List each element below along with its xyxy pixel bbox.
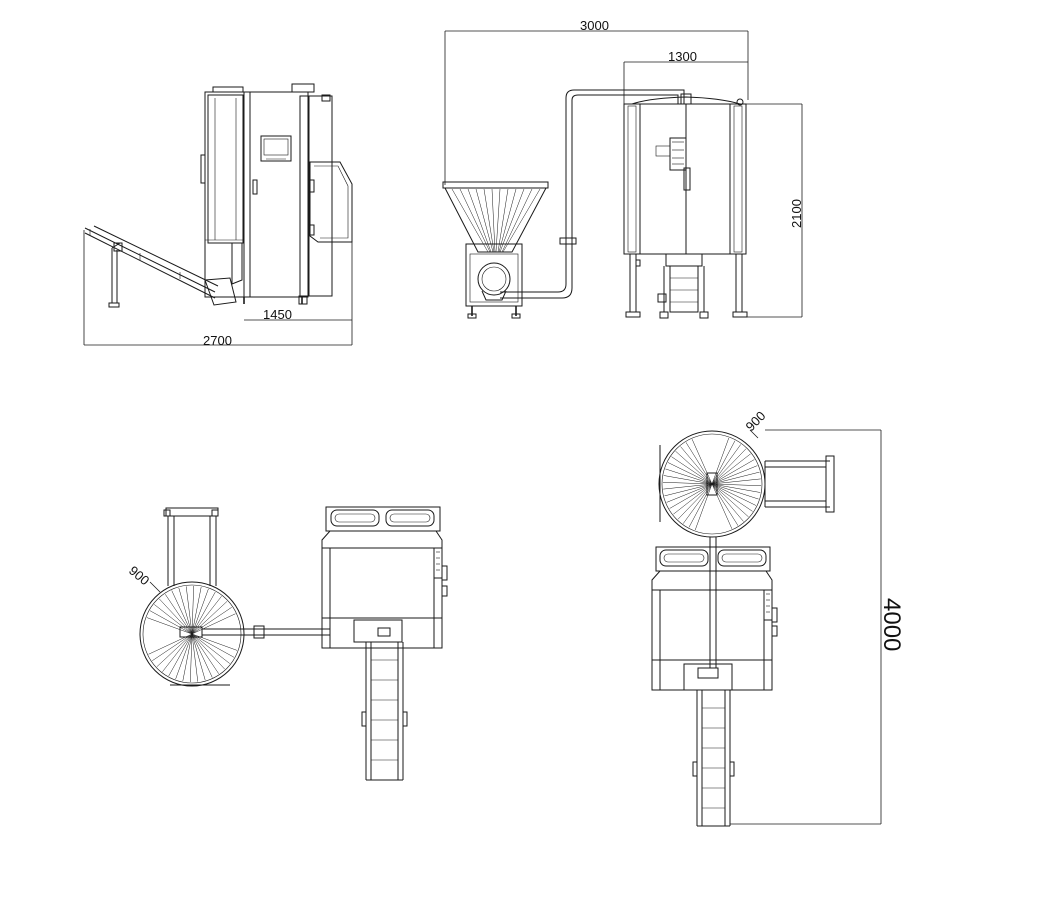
- top-view-right: 900 4000: [651, 408, 905, 827]
- tumbler-spoke: [190, 633, 193, 683]
- tumbler-spoke: [711, 483, 749, 517]
- tumbler-spoke: [675, 451, 713, 485]
- tumbler-spoke: [191, 606, 232, 635]
- side-discharge-chute: [204, 277, 237, 306]
- tumbler-spoke: [152, 633, 193, 662]
- front-transfer-pipe-inner: [500, 94, 679, 299]
- dim-label-1300: 1300: [668, 49, 697, 64]
- tumbler-spoke: [191, 633, 235, 658]
- tumbler-spoke: [711, 437, 730, 485]
- side-elevation-view: 1450 2700: [83, 83, 353, 348]
- tumbler-spoke: [154, 604, 193, 635]
- tumbler-spoke: [711, 478, 761, 485]
- front-machine-body: [623, 103, 747, 255]
- dim-label-900-left: 900: [126, 563, 152, 588]
- tumbler-spoke: [191, 633, 206, 681]
- front-pump-drum: [477, 262, 511, 296]
- tumbler-spoke: [146, 617, 193, 635]
- tumbler-spoke: [711, 448, 747, 485]
- tumbler-spoke: [711, 483, 761, 493]
- top-left-machine-body: [321, 547, 443, 619]
- dim-label-2100: 2100: [789, 199, 804, 228]
- dim-label-4000: 4000: [878, 598, 905, 651]
- tumbler-spoke: [711, 483, 759, 500]
- top-left-hopper-lid: [325, 506, 441, 532]
- tumbler-spoke: [669, 483, 713, 509]
- tumbler-spoke: [191, 588, 209, 635]
- side-conveyor-top: [84, 227, 216, 293]
- tumbler-spoke: [662, 482, 713, 485]
- front-hopper-frame: [465, 243, 523, 307]
- dim-label-3000: 3000: [580, 18, 609, 33]
- top-left-tumbler-spokes: [146, 585, 238, 683]
- tumbler-spoke: [191, 633, 230, 664]
- top-right-hopper-lid: [655, 546, 771, 572]
- dim-label-2700: 2700: [203, 333, 232, 348]
- front-hopper-cone: [444, 187, 547, 253]
- tumbler-spoke: [691, 439, 713, 485]
- front-transfer-pipe-outer: [500, 89, 685, 293]
- tumbler-spoke: [666, 483, 713, 503]
- tumbler-spoke: [191, 613, 236, 635]
- tumbler-spoke: [663, 475, 713, 485]
- tumbler-spoke: [178, 587, 193, 635]
- top-left-tumbler: [139, 581, 245, 687]
- side-top-cap: [212, 86, 244, 93]
- tumbler-spoke: [191, 633, 199, 682]
- tumbler-spoke: [711, 471, 760, 485]
- tumbler-spoke: [711, 483, 762, 486]
- top-right-machine-body: [651, 589, 773, 661]
- tumbler-spoke: [711, 465, 758, 485]
- dim-label-1450: 1450: [263, 307, 292, 322]
- tumbler-spoke: [667, 462, 713, 485]
- top-view-left: 900: [126, 506, 448, 781]
- side-rear-hopper: [309, 161, 353, 243]
- front-hopper-rim: [442, 181, 549, 189]
- tumbler-spoke: [162, 633, 193, 672]
- tumbler-spoke: [191, 586, 202, 635]
- tumbler-spoke: [665, 468, 713, 485]
- tumbler-spoke: [191, 585, 194, 635]
- tumbler-spoke: [685, 442, 713, 485]
- tumbler-spoke: [711, 453, 751, 485]
- tumbler-spoke: [191, 591, 216, 635]
- front-elevation-view: 3000 1300 2100: [442, 18, 804, 319]
- top-left-frame-top: [165, 507, 219, 517]
- tumbler-spoke: [156, 633, 193, 667]
- tumbler-spoke: [185, 586, 193, 635]
- tumbler-spoke: [191, 601, 228, 635]
- side-right-section: [299, 95, 333, 297]
- tumbler-spoke: [175, 633, 193, 680]
- tumbler-spoke: [191, 633, 220, 674]
- tumbler-spoke: [711, 483, 733, 529]
- tumbler-spoke: [671, 456, 713, 485]
- tumbler-spoke: [191, 633, 213, 678]
- tumbler-spoke: [711, 483, 757, 506]
- top-right-tumbler-spokes: [662, 437, 762, 531]
- side-door: [207, 94, 244, 244]
- tumbler-spoke: [673, 483, 713, 515]
- side-control-screen: [260, 135, 292, 162]
- tumbler-spoke: [663, 483, 713, 490]
- front-discharge-unit: [665, 253, 703, 267]
- tumbler-spoke: [191, 633, 225, 670]
- tumbler-spoke: [694, 483, 713, 531]
- top-left-lower-section: [329, 617, 435, 649]
- tumbler-spoke: [149, 610, 193, 635]
- tumbler-spoke: [182, 633, 193, 682]
- tumbler-spoke: [711, 459, 755, 485]
- tumbler-spoke: [688, 483, 713, 528]
- tumbler-spoke: [711, 483, 739, 526]
- tumbler-spoke: [191, 596, 222, 635]
- tumbler-spoke: [159, 598, 193, 635]
- tumbler-spoke: [711, 483, 753, 512]
- front-control-panel: [669, 137, 687, 171]
- tumbler-spoke: [168, 633, 193, 677]
- tumbler-spoke: [677, 483, 713, 520]
- tumbler-spoke: [711, 440, 736, 485]
- side-cabinet-body: [204, 91, 309, 298]
- dim-label-900-right: 900: [743, 408, 769, 434]
- tumbler-spoke: [664, 483, 713, 497]
